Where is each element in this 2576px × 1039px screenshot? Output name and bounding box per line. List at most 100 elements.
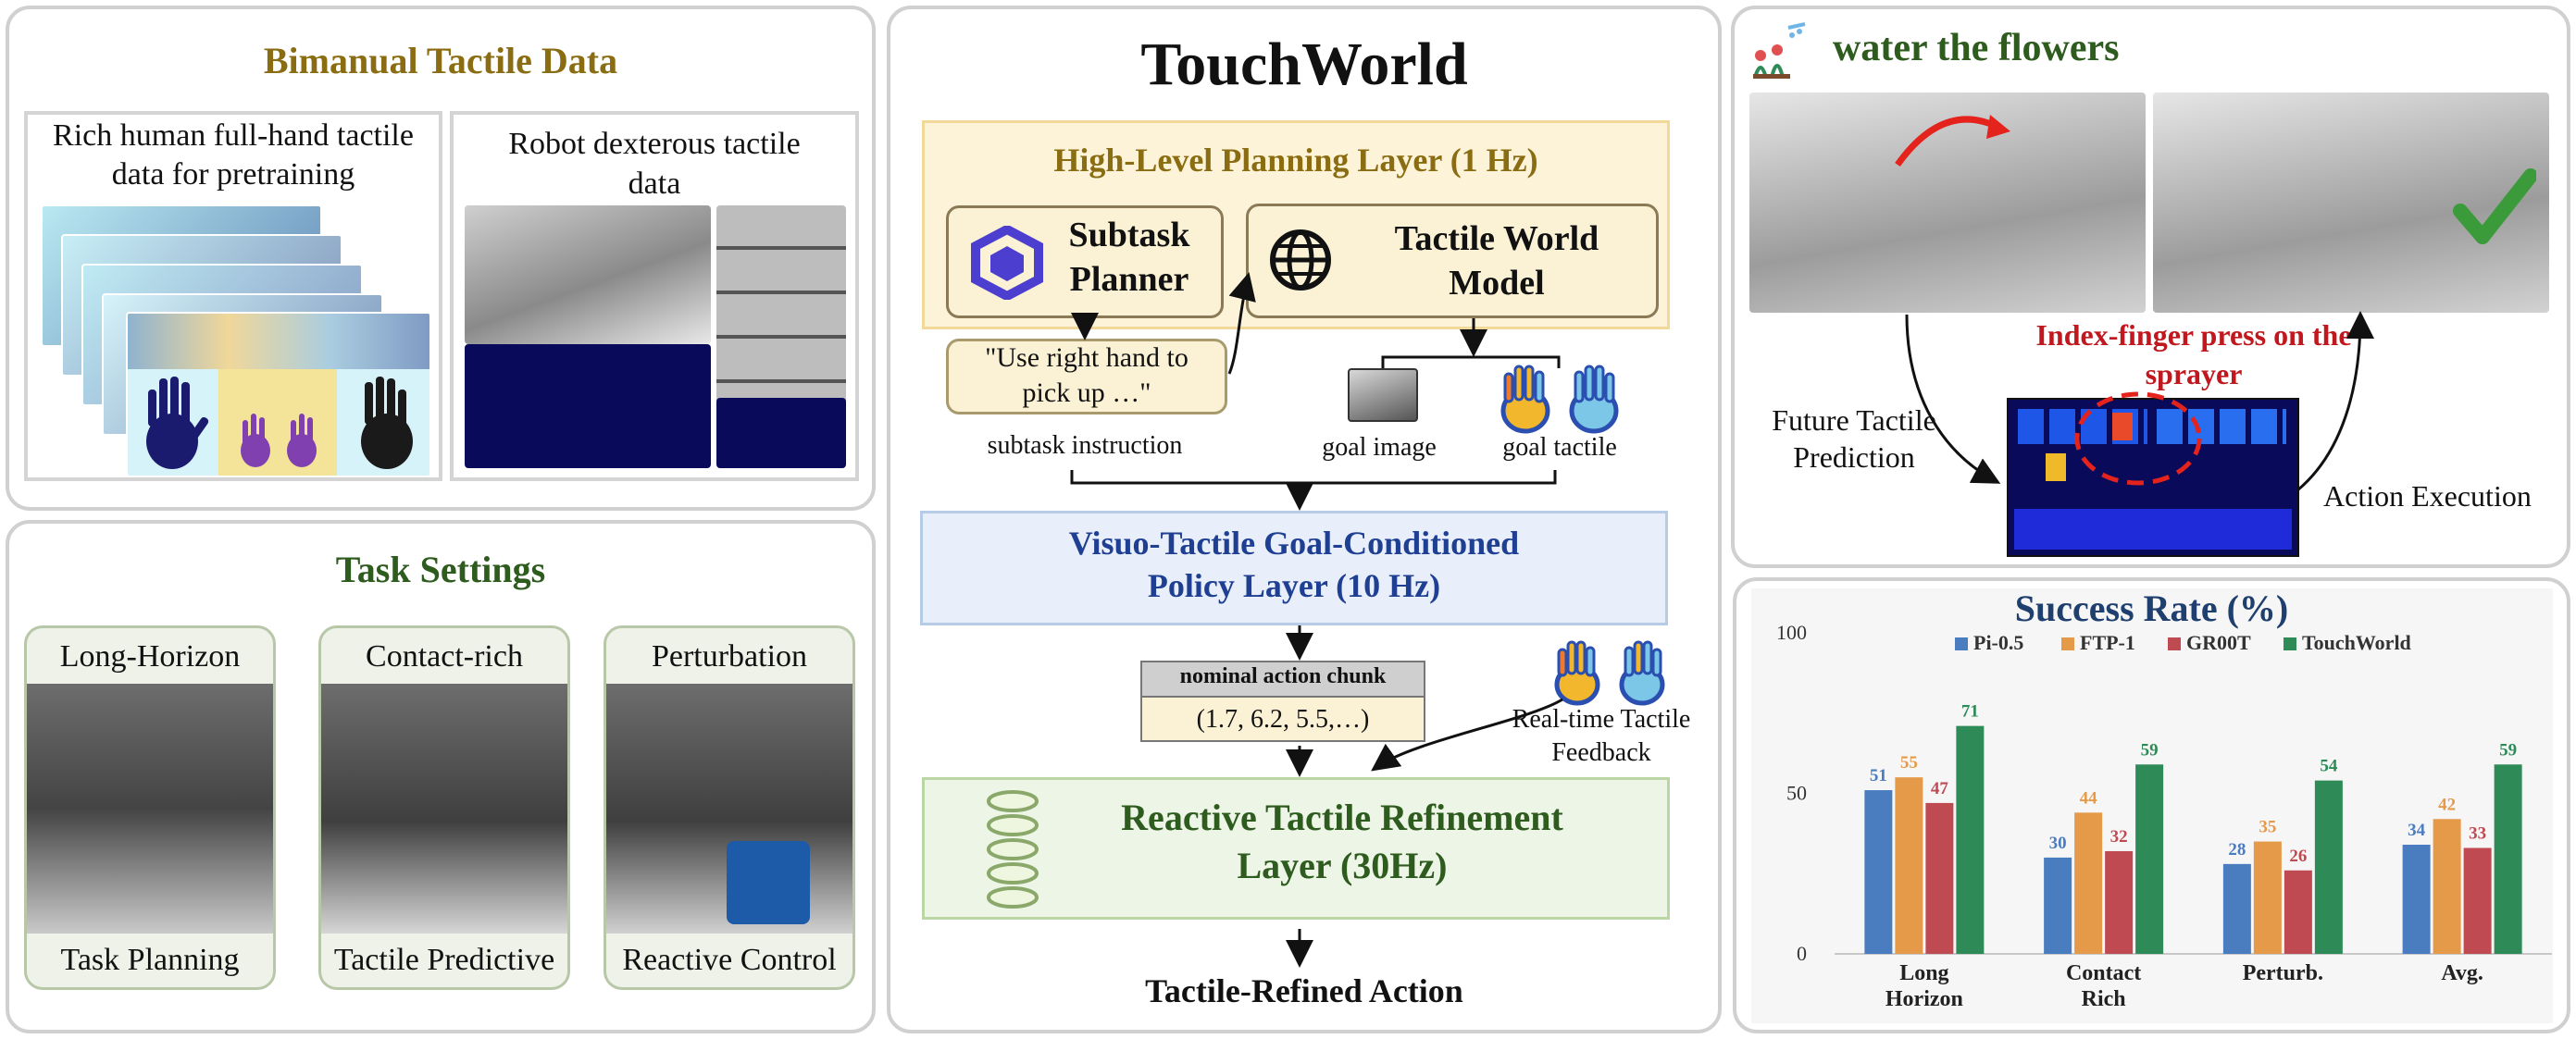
flower-task-photo-before bbox=[1749, 93, 2146, 313]
legend-label: Pi-0.5 bbox=[1973, 631, 2023, 654]
heatmap-hot-cell-2 bbox=[2046, 453, 2066, 481]
reactive-layer-line-2: Layer (30Hz) bbox=[1237, 845, 1448, 886]
tactile-refined-action-label: Tactile-Refined Action bbox=[1145, 972, 1463, 1009]
heatmap-bottom-band bbox=[2014, 509, 2292, 550]
subtask-planner-line-1: Subtask bbox=[1068, 216, 1190, 254]
x-tick-label: Perturb. bbox=[2243, 961, 2323, 985]
bar-touchworld bbox=[2314, 780, 2343, 954]
bar-value-label: 54 bbox=[2320, 757, 2338, 776]
bar-value-label: 44 bbox=[2080, 788, 2098, 808]
legend-swatch bbox=[2284, 637, 2296, 650]
bar-pi-0-5 bbox=[2402, 845, 2431, 954]
qwen-logo-icon bbox=[971, 226, 1043, 300]
goal-tactile-label: goal tactile bbox=[1502, 433, 1617, 462]
annotation-line-1: Index-finger press on the bbox=[2035, 318, 2352, 352]
bar-value-label: 59 bbox=[2499, 740, 2517, 760]
bar-pi-0-5 bbox=[1864, 790, 1893, 954]
bar-value-label: 42 bbox=[2438, 795, 2456, 814]
human-frame-5 bbox=[126, 312, 431, 477]
action-execution-label: Action Execution bbox=[2323, 479, 2532, 513]
robot-frame-heatmap bbox=[716, 398, 846, 468]
bar-value-label: 34 bbox=[2408, 821, 2426, 840]
policy-layer-line-2: Policy Layer (10 Hz) bbox=[1147, 567, 1441, 604]
bar-value-label: 51 bbox=[1870, 766, 1887, 785]
spine-icon bbox=[987, 790, 1039, 909]
task-card-perturbation: Perturbation Reactive Control bbox=[604, 625, 855, 990]
legend-swatch bbox=[1955, 637, 1968, 650]
legend-swatch bbox=[2061, 637, 2074, 650]
task-settings-title: Task Settings bbox=[335, 549, 546, 590]
blue-towel bbox=[727, 841, 810, 924]
bimanual-title: Bimanual Tactile Data bbox=[263, 40, 618, 81]
human-caption-line-1: Rich human full-hand tactile bbox=[53, 118, 414, 153]
success-check-icon bbox=[2453, 168, 2536, 244]
task-card-bottom-label: Tactile Predictive bbox=[333, 943, 555, 977]
future-tactile-line-2: Prediction bbox=[1793, 440, 1915, 474]
bar-value-label: 47 bbox=[1931, 779, 1949, 798]
reactive-layer-box bbox=[922, 777, 1670, 920]
right-hand-map-icon bbox=[361, 377, 413, 469]
feedback-line-2: Feedback bbox=[1551, 738, 1651, 767]
globe-icon bbox=[1270, 229, 1331, 291]
robot-hands-photo bbox=[465, 205, 711, 344]
task-card-long-horizon: Long-Horizon Task Planning bbox=[24, 625, 276, 990]
action-chunk-header-text: nominal action chunk bbox=[1179, 664, 1387, 688]
task-card-top-label: Perturbation bbox=[651, 639, 808, 674]
bar-value-label: 59 bbox=[2141, 740, 2159, 760]
goal-left-hand bbox=[1500, 365, 1550, 434]
legend-label: GR00T bbox=[2186, 631, 2251, 654]
annotation-line-2: sprayer bbox=[2145, 357, 2243, 390]
reactive-layer-line-1: Reactive Tactile Refinement bbox=[1121, 797, 1563, 838]
policy-layer-box bbox=[920, 511, 1668, 625]
touchworld-connectors bbox=[1070, 272, 1563, 968]
bar-pi-0-5 bbox=[2222, 863, 2251, 954]
bar-gr00t bbox=[2105, 850, 2134, 954]
bar-value-label: 26 bbox=[2289, 847, 2307, 866]
heatmap-hot-cell bbox=[2112, 413, 2133, 440]
robot-caption-line-1: Robot dexterous tactile bbox=[508, 127, 801, 161]
bar-value-label: 30 bbox=[2049, 834, 2067, 853]
x-tick-label: Horizon bbox=[1885, 987, 1963, 1011]
bar-touchworld bbox=[2135, 764, 2164, 954]
task-card-top-label: Long-Horizon bbox=[59, 639, 241, 674]
touchworld-title: TouchWorld bbox=[1140, 31, 1468, 98]
bar-gr00t bbox=[1925, 802, 1954, 954]
task-card-contact-rich: Contact-rich Tactile Predictive bbox=[318, 625, 570, 990]
water-flowers-title: water the flowers bbox=[1833, 27, 2120, 69]
task-card-bottom-label: Task Planning bbox=[60, 943, 240, 977]
perturbation-robot-photo bbox=[606, 684, 852, 934]
world-model-line-2: Model bbox=[1449, 264, 1545, 303]
bar-touchworld bbox=[2494, 764, 2522, 954]
y-tick-label: 50 bbox=[1786, 782, 1807, 805]
legend-swatch bbox=[2168, 637, 2181, 650]
flowers-connectors bbox=[1905, 311, 2374, 492]
mid-hand-map-icon bbox=[241, 414, 317, 467]
press-highlight-ellipse bbox=[2074, 391, 2202, 486]
watering-can-icon bbox=[1753, 22, 1806, 79]
y-tick-label: 0 bbox=[1797, 942, 1807, 965]
action-chunk-header bbox=[1140, 661, 1425, 698]
bar-value-label: 28 bbox=[2228, 840, 2246, 860]
policy-layer-line-1: Visuo-Tactile Goal-Conditioned bbox=[1068, 525, 1520, 562]
x-tick-label: Rich bbox=[2082, 987, 2126, 1011]
heatmap-cells-right bbox=[2157, 409, 2286, 444]
bar-value-label: 32 bbox=[2110, 827, 2128, 847]
legend-label: TouchWorld bbox=[2302, 631, 2411, 654]
left-hand-map-icon bbox=[146, 377, 209, 469]
x-tick-label: Contact bbox=[2066, 961, 2141, 985]
future-tactile-line-1: Future Tactile bbox=[1772, 403, 1936, 437]
human-hand-maps bbox=[146, 377, 413, 469]
x-tick-label: Long bbox=[1899, 961, 1948, 985]
predicted-tactile-heatmap bbox=[2007, 398, 2299, 557]
instruction-line-2: pick up …" bbox=[1022, 377, 1151, 408]
bar-value-label: 55 bbox=[1900, 753, 1918, 773]
subtask-planner-line-2: Planner bbox=[1069, 260, 1189, 299]
human-caption-line-2: data for pretraining bbox=[111, 157, 355, 192]
bar-ftp-1 bbox=[2074, 812, 2103, 954]
bar-gr00t bbox=[2463, 847, 2492, 954]
world-model-line-1: Tactile World bbox=[1394, 219, 1599, 258]
bar-ftp-1 bbox=[1895, 777, 1923, 954]
bar-value-label: 35 bbox=[2259, 818, 2276, 837]
chart-title: Success Rate (%) bbox=[2014, 588, 2289, 629]
